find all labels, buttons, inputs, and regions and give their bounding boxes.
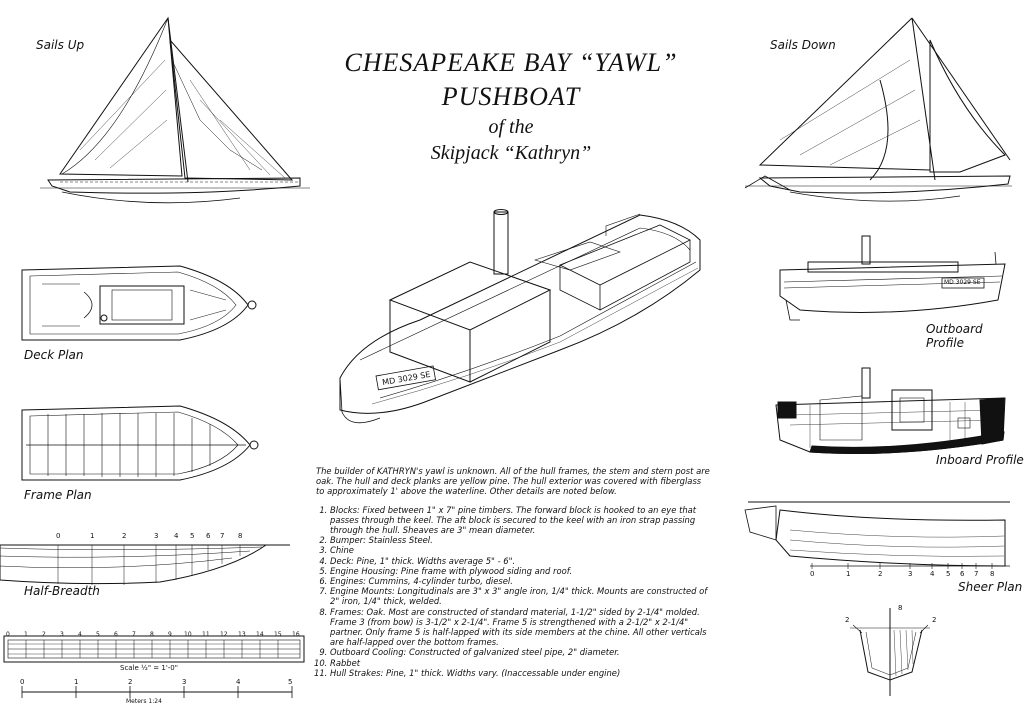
half-breadth-drawing [0, 544, 290, 585]
station-number: 2 [122, 532, 127, 540]
scale-tick: 16 [292, 631, 300, 638]
outboard-profile-drawing [779, 235, 1006, 321]
label-deck-plan: Deck Plan [24, 348, 84, 362]
label-half-breadth: Half-Breadth [24, 584, 100, 598]
deck-plan-drawing [21, 265, 257, 341]
scale-tick: 5 [96, 631, 100, 638]
meter-scale-label: Meters 1:24 [126, 698, 162, 705]
note-item: Outboard Cooling: Constructed of galvani… [330, 647, 712, 657]
label-sails-down: Sails Down [770, 38, 836, 52]
frame-plan-drawing [21, 405, 259, 481]
note-item: Engine Housing: Pine frame with plywood … [330, 566, 712, 576]
note-item: Engines: Cummins, 4-cylinder turbo, dies… [330, 576, 712, 586]
registration-outboard: MD 3029 SE [944, 279, 981, 286]
station-number: 1 [90, 532, 95, 540]
station-number: 5 [946, 570, 951, 578]
scale-tick: 2 [128, 678, 133, 686]
station-number: 7 [220, 532, 225, 540]
station-number: 2 [878, 570, 883, 578]
section-number: 8 [898, 604, 903, 612]
station-number: 0 [56, 532, 61, 540]
scale-tick: 1 [24, 631, 28, 638]
scale-tick: 3 [60, 631, 64, 638]
note-item: Blocks: Fixed between 1" x 7" pine timbe… [330, 505, 712, 536]
scale-tick: 13 [238, 631, 246, 638]
body-sections-drawing [850, 608, 930, 696]
feet-scale-label: Scale ½" = 1'-0" [120, 664, 178, 672]
station-number: 7 [974, 570, 979, 578]
note-item: Deck: Pine, 1" thick. Widths average 5" … [330, 556, 712, 566]
station-number: 3 [154, 532, 159, 540]
scale-tick: 4 [78, 631, 82, 638]
station-number: 0 [810, 570, 815, 578]
station-number: 6 [960, 570, 965, 578]
feet-scale-bar [3, 635, 305, 663]
title-line-4: Skipjack “Kathryn” [430, 142, 592, 164]
scale-tick: 5 [288, 678, 293, 686]
scale-tick: 14 [256, 631, 264, 638]
label-inboard-profile: Inboard Profile [936, 453, 1024, 467]
sheer-plan-drawing [744, 501, 1010, 569]
label-sails-up: Sails Up [36, 38, 85, 52]
note-item: Engine Mounts: Longitudinals are 3" x 3"… [330, 586, 712, 606]
station-number: 4 [174, 532, 179, 540]
station-number: 1 [846, 570, 851, 578]
scale-tick: 7 [132, 631, 136, 638]
station-number: 8 [238, 532, 243, 540]
label-sheer-plan: Sheer Plan [958, 580, 1023, 594]
perspective-view-drawing [339, 209, 701, 424]
scale-tick: 8 [150, 631, 154, 638]
station-number: 4 [930, 570, 935, 578]
scale-tick: 2 [42, 631, 46, 638]
label-frame-plan: Frame Plan [24, 488, 92, 502]
inboard-profile-drawing [775, 367, 1006, 454]
notes-block: The builder of KATHRYN's yawl is unknown… [316, 466, 712, 678]
title-line-3: of the [488, 116, 534, 138]
label-outboard-profile: Outboard Profile [926, 322, 983, 350]
title-line-2: PUSHBOAT [441, 82, 581, 111]
title-line-1: CHESAPEAKE BAY “YAWL” [344, 48, 678, 77]
note-item: Frames: Oak. Most are constructed of sta… [330, 607, 712, 648]
station-number: 6 [206, 532, 211, 540]
station-number: 5 [190, 532, 195, 540]
scale-tick: 12 [220, 631, 228, 638]
scale-tick: 4 [236, 678, 241, 686]
scale-tick: 10 [184, 631, 192, 638]
station-number: 3 [908, 570, 913, 578]
scale-tick: 0 [20, 678, 25, 686]
scale-tick: 1 [74, 678, 79, 686]
note-item: Chine [330, 545, 712, 555]
sails-up-drawing [40, 16, 310, 204]
section-number: 2 [932, 616, 937, 624]
scale-tick: 3 [182, 678, 187, 686]
scale-tick: 15 [274, 631, 282, 638]
note-item: Hull Strakes: Pine, 1" thick. Widths var… [330, 668, 712, 678]
note-item: Rabbet [330, 658, 712, 668]
meters-scale-bar [21, 686, 293, 698]
scale-tick: 11 [202, 631, 210, 638]
scale-tick: 6 [114, 631, 118, 638]
note-item: Bumper: Stainless Steel. [330, 535, 712, 545]
section-number: 2 [845, 616, 850, 624]
notes-intro: The builder of KATHRYN's yawl is unknown… [316, 466, 710, 497]
sails-down-drawing [744, 17, 1012, 202]
scale-tick: 9 [168, 631, 172, 638]
station-number: 8 [990, 570, 995, 578]
notes-list: Blocks: Fixed between 1" x 7" pine timbe… [316, 505, 712, 678]
scale-tick: 0 [6, 631, 10, 638]
